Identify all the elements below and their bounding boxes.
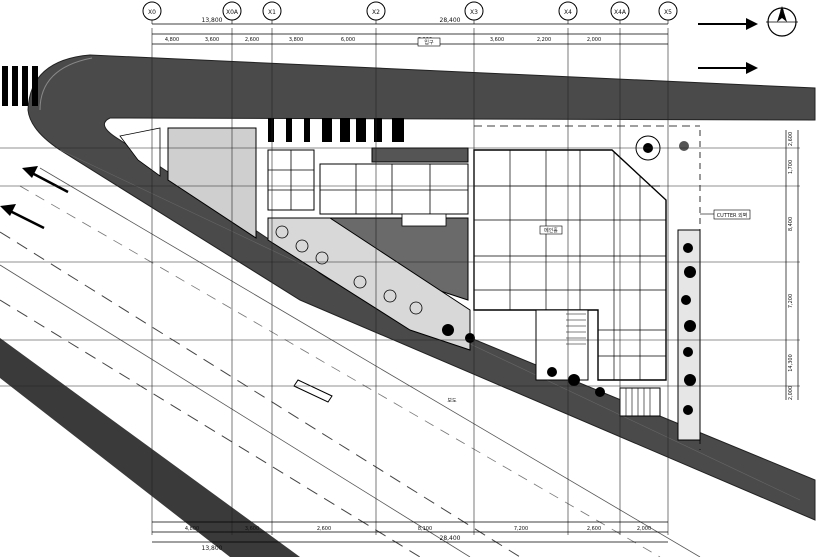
top-overall-dim: 28,400 [440,17,461,24]
axis-x3-label: X3 [470,9,478,16]
shrub-top-right [679,141,689,151]
bottom-dim-segment: 7,200 [514,526,528,532]
dotted-strip [267,217,471,351]
sidewalk-hatch [27,54,816,521]
lane-line-2 [0,299,421,557]
lower-room [535,309,589,381]
road-edge-line [39,167,701,557]
right-dim-segment: 2,600 [788,132,794,146]
north-arrow: N [766,6,798,37]
grid-lines [0,28,800,535]
planter-left [167,127,257,239]
top-dim-segment: 6,000 [341,37,355,43]
right-dim-segment: 14,300 [788,354,794,372]
axis-bubbles: X0 X0A X1 X2 X3 X4 X4A X5 [142,1,678,24]
top-dim-segment: 3,600 [490,37,504,43]
axis-x2-label: X2 [372,9,380,16]
north-label: N [780,9,785,16]
bottom-dim-segment: 2,600 [587,526,601,532]
axis-x0a-label: X0A [226,9,239,16]
axis-x1-bubble: X1 [262,1,282,24]
top-dim-segment: 2,200 [537,37,551,43]
right-dimension-segments: 2,600 1,700 8,400 7,200 14,300 2,000 [788,132,794,400]
road-area [0,166,701,557]
side-annotation: CUTTER 외벽 [717,212,748,219]
right-dim-segment: 1,700 [788,160,794,174]
dotted-strip-circles [275,225,423,315]
top-dimension-segments: 4,8003,6002,6003,8006,0008,1003,6002,200… [165,37,601,43]
bottom-dimension-segments: 4,800 3,600 2,600 8,100 7,200 2,600 2,000 [185,526,651,532]
building-footprint: 메인홀 [119,118,701,450]
bottom-overall-dim: 28,400 [440,535,461,542]
bottom-dim-segment: 8,100 [418,526,432,532]
axis-x2-bubble: X2 [366,1,386,24]
right-dimension-strip: 2,600 1,700 8,400 7,200 14,300 2,000 [785,130,799,400]
road-marker [293,379,333,403]
lane-line-1 [0,231,521,557]
axis-x5-label: X5 [664,9,672,16]
bottom-dim-segment: 3,600 [245,526,259,532]
bottom-dim-segment: 2,600 [317,526,331,532]
axis-x4a-bubble: X4A [610,1,630,24]
axis-x5-bubble: X5 [658,1,678,24]
axis-x4-label: X4 [564,9,572,16]
top-entry-label: 입구 [424,39,434,46]
road-arrow-left-lower [0,204,45,230]
axis-x4-bubble: X4 [558,1,578,24]
top-left-group-dim: 13,800 [202,17,223,24]
central-label-box [401,213,447,227]
road-label: 보도 [447,398,457,404]
traffic-arrow-top-1 [698,18,758,30]
traffic-arrow-top-2 [698,62,758,74]
top-dim-segment: 3,800 [289,37,303,43]
bottom-dim-segment: 2,000 [637,526,651,532]
axis-x0-label: X0 [148,9,156,16]
exit-stair [619,387,661,417]
right-dim-segment: 2,000 [788,386,794,400]
axis-x4a-label: X4A [614,9,627,16]
top-dimension-strip: 28,400 13,800 4,8003,6002,6003,8006,0008… [152,17,668,47]
hatched-bar [371,147,469,163]
right-planter-trees [681,243,696,415]
top-dim-segment: 2,000 [587,37,601,43]
road-dash-line [19,185,661,557]
road-arrow-left-upper [22,166,69,194]
axis-x0-bubble: X0 [142,1,162,24]
right-planter [677,229,701,441]
bottom-dim-segment: 4,800 [185,526,199,532]
wedge-white [119,127,161,177]
right-dim-segment: 8,400 [788,217,794,231]
lower-curb-band [0,338,300,557]
axis-x1-label: X1 [268,9,276,16]
bottom-left-group-dim: 13,800 [202,545,223,552]
parking-stripes [268,118,404,142]
lane-line-solid [0,264,471,557]
sidewalk-curve-detail [39,57,93,111]
upper-room-strip [319,163,469,215]
top-dim-segment: 4,800 [165,37,179,43]
bottom-dimension-strip: 4,800 3,600 2,600 8,100 7,200 2,600 2,000 28,4… [152,521,668,552]
crosswalk [2,66,38,106]
top-dim-segment: 2,600 [245,37,259,43]
main-hall [473,149,667,381]
top-dim-segment: 3,600 [205,37,219,43]
axis-x3-bubble: X3 [464,1,484,24]
axis-x0a-bubble: X0A [222,1,242,24]
diagonal-shrubs [442,324,605,397]
main-hall-label: 메인홀 [544,227,558,234]
right-dim-segment: 7,200 [788,294,794,308]
